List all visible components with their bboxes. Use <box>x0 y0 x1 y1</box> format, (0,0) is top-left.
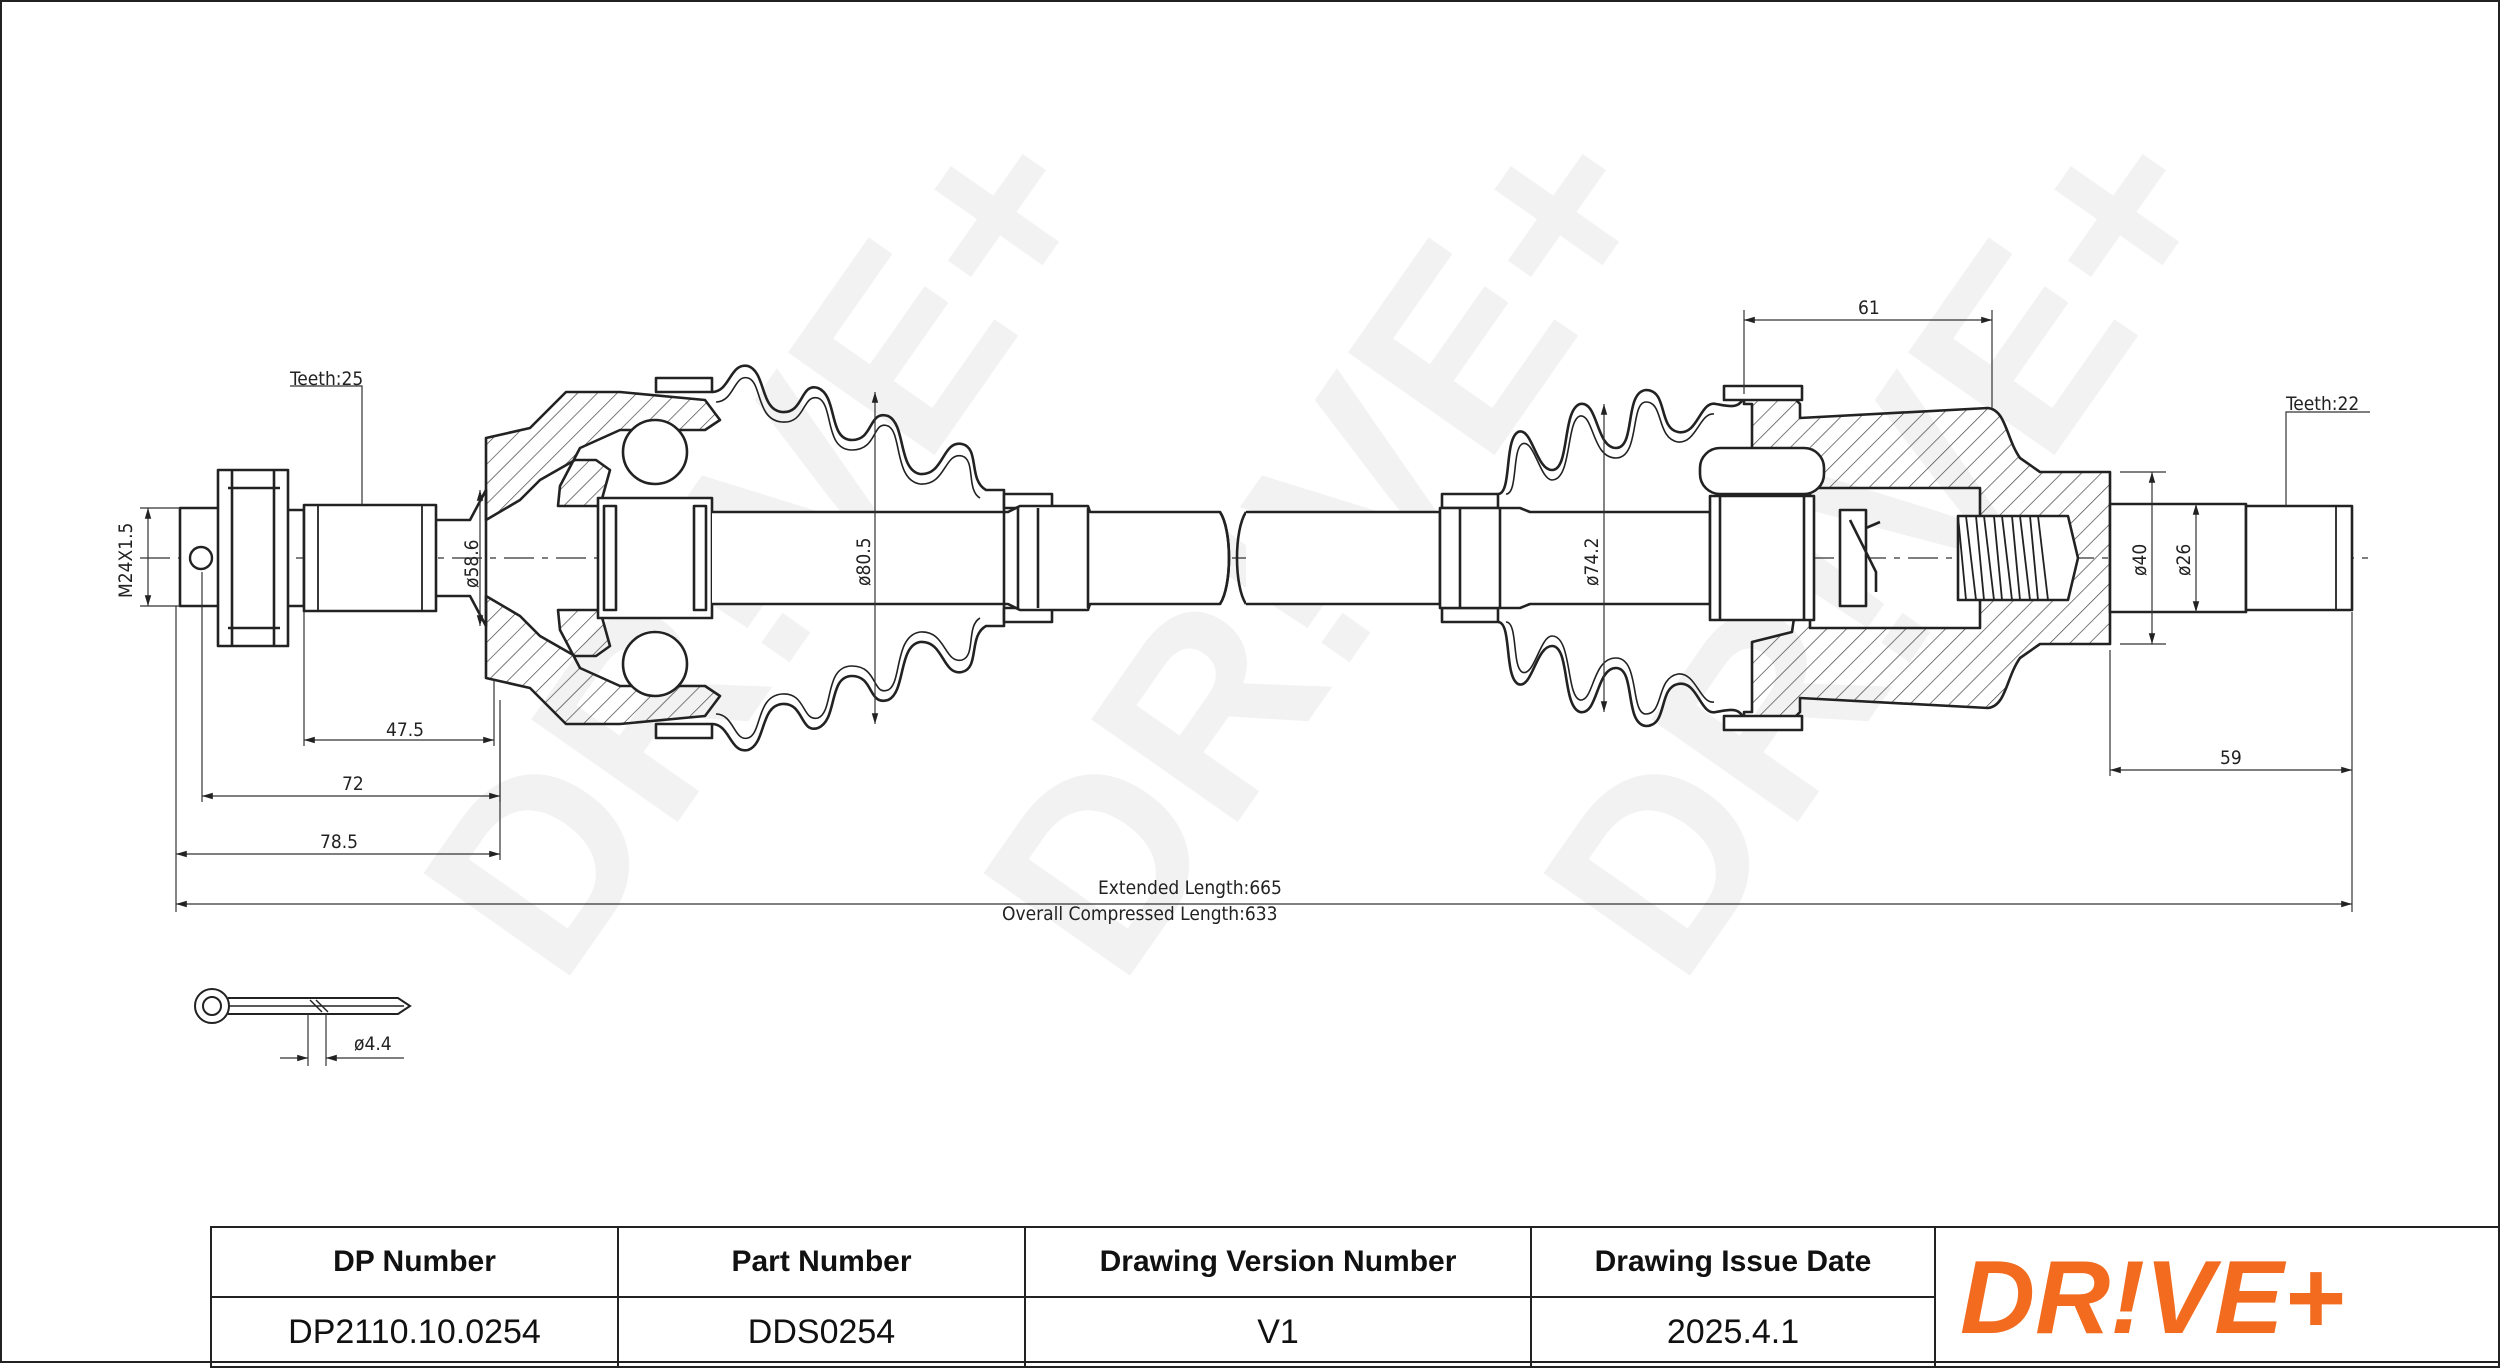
extended-length-label: Extended Length:665 <box>1098 877 1282 899</box>
dim-61-label: 61 <box>1858 297 1880 319</box>
shaft-left <box>712 504 1231 612</box>
dia-shaft-40-label: ø40 <box>2129 544 2151 576</box>
teeth-right-label: Teeth:22 <box>2285 393 2359 415</box>
outer-clamp-top <box>654 376 714 394</box>
tripod-roller-top <box>1698 446 1826 496</box>
cv-ball-top <box>621 418 689 486</box>
cv-ball-bottom <box>621 630 689 698</box>
logo-cell: DR!VE+ <box>1934 1226 2500 1368</box>
outer-clamp-bottom <box>654 722 714 740</box>
castle-nut <box>216 468 290 648</box>
outer-boot <box>711 364 1006 512</box>
dia-boot-inner-label: ø74.2 <box>1581 537 1603 586</box>
issue-date-header: Drawing Issue Date <box>1530 1226 1936 1298</box>
dp-number-value: DP2110.10.0254 <box>210 1296 619 1368</box>
dia-outer-joint-label: ø58.6 <box>461 539 483 588</box>
dim-47-5-label: 47.5 <box>386 719 424 741</box>
inner-stub-shaft <box>2108 502 2248 614</box>
inner-clamp-top <box>1722 384 1804 402</box>
shaft-break <box>1218 511 1248 605</box>
thread-label: M24X1.5 <box>115 523 137 598</box>
inner-race <box>596 496 714 620</box>
inner-housing <box>1742 392 2112 724</box>
dp-number-header: DP Number <box>210 1226 619 1298</box>
bell-neck <box>436 488 488 628</box>
dim-72-label: 72 <box>342 773 364 795</box>
tripod-body <box>1708 494 1816 622</box>
spring <box>1956 514 2080 602</box>
inner-boot <box>1497 388 1746 496</box>
teeth-left-leader <box>290 385 363 505</box>
dimensions <box>140 310 2370 1066</box>
cotter-pin <box>194 988 412 1024</box>
shaft-right <box>1246 510 1442 606</box>
pin-dia-label: ø4.4 <box>354 1033 392 1055</box>
inner-small-clamp-top <box>1440 492 1500 510</box>
dim-59-label: 59 <box>2220 747 2242 769</box>
dia-boot-outer-label: ø80.5 <box>853 537 875 586</box>
dimension-labels: Teeth:25 Teeth:22 M24X1.5 ø58.6 ø80.5 ø7… <box>115 297 2359 1055</box>
dim-78-5-label: 78.5 <box>320 831 358 853</box>
compressed-length-label: Overall Compressed Length:633 <box>1002 903 1277 925</box>
inner-clamp-bottom <box>1722 714 1804 732</box>
part-number-header: Part Number <box>617 1226 1026 1298</box>
part-number-value: DDS0254 <box>617 1296 1026 1368</box>
drive-logo-text: DR!VE+ <box>1960 1240 2344 1356</box>
inner-small-clamp-bottom <box>1440 606 1500 624</box>
title-block: DP Number Part Number Drawing Version Nu… <box>210 1226 2500 1368</box>
threaded-stub <box>178 506 222 608</box>
version-header: Drawing Version Number <box>1024 1226 1532 1298</box>
version-value: V1 <box>1024 1296 1532 1368</box>
teeth-left-label: Teeth:25 <box>289 368 363 390</box>
drive-logo: DR!VE+ <box>1960 1240 2344 1356</box>
teeth-right-leader <box>2285 411 2370 506</box>
issue-date-value: 2025.4.1 <box>1530 1296 1936 1368</box>
cotter-hole <box>188 545 214 571</box>
outer-spline <box>302 503 438 613</box>
shaft-assembly <box>178 364 2354 752</box>
retaining-clip <box>1838 508 1881 608</box>
dia-shaft-26-label: ø26 <box>2173 544 2195 576</box>
inner-spline <box>2244 504 2354 612</box>
